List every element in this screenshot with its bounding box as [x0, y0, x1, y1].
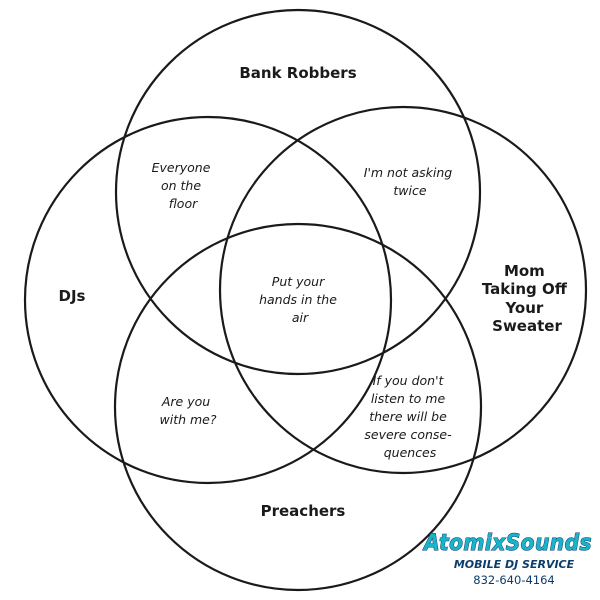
region-mom-preachers-line-5: quences — [384, 445, 437, 460]
region-mom-preachers-line-1: If you don't — [373, 373, 445, 388]
region-djs-preachers-line-1: Are you — [161, 394, 210, 409]
region-center-line-2: hands in the — [259, 292, 337, 307]
label-djs: DJs — [59, 287, 86, 305]
region-djs-preachers-line-2: with me? — [160, 412, 217, 427]
circle-djs — [23, 115, 393, 485]
label-mom-line-3: Your — [504, 299, 543, 317]
label-mom: Mom Taking Off Your Sweater — [482, 262, 572, 335]
region-mom-preachers-line-3: there will be — [369, 409, 447, 424]
label-mom-line-1: Mom — [504, 262, 545, 280]
region-center-line-3: air — [292, 310, 309, 325]
circle-bank-robbers — [114, 8, 482, 376]
watermark-phone: 832-640-4164 — [473, 573, 554, 587]
region-mom-preachers-line-4: severe conse- — [364, 427, 452, 442]
region-center: Put your hands in the air — [259, 274, 341, 325]
region-djs-bank-robbers: Everyone on the floor — [152, 160, 215, 211]
region-djs-preachers: Are you with me? — [160, 394, 217, 427]
region-bank-mom-line-2: twice — [393, 183, 426, 198]
region-djs-bank-line-3: floor — [169, 196, 198, 211]
region-bank-robbers-mom: I'm not asking twice — [364, 165, 456, 198]
region-mom-preachers: If you don't listen to me there will be … — [364, 373, 455, 460]
atomix-sounds-watermark: AtomixSounds MOBILE DJ SERVICE 832-640-4… — [422, 531, 592, 588]
label-mom-line-2: Taking Off — [482, 280, 568, 298]
label-preachers: Preachers — [261, 502, 346, 520]
circle-preachers — [113, 222, 483, 592]
region-mom-preachers-line-2: listen to me — [371, 391, 446, 406]
region-djs-bank-line-1: Everyone — [152, 160, 211, 175]
label-bank-robbers: Bank Robbers — [239, 64, 356, 82]
watermark-brand: AtomixSounds — [422, 531, 592, 556]
circle-mom — [218, 105, 588, 475]
region-djs-bank-line-2: on the — [161, 178, 201, 193]
region-center-line-1: Put your — [272, 274, 325, 289]
watermark-tagline: MOBILE DJ SERVICE — [454, 558, 575, 571]
region-bank-mom-line-1: I'm not asking — [364, 165, 453, 180]
label-mom-line-4: Sweater — [492, 317, 562, 335]
